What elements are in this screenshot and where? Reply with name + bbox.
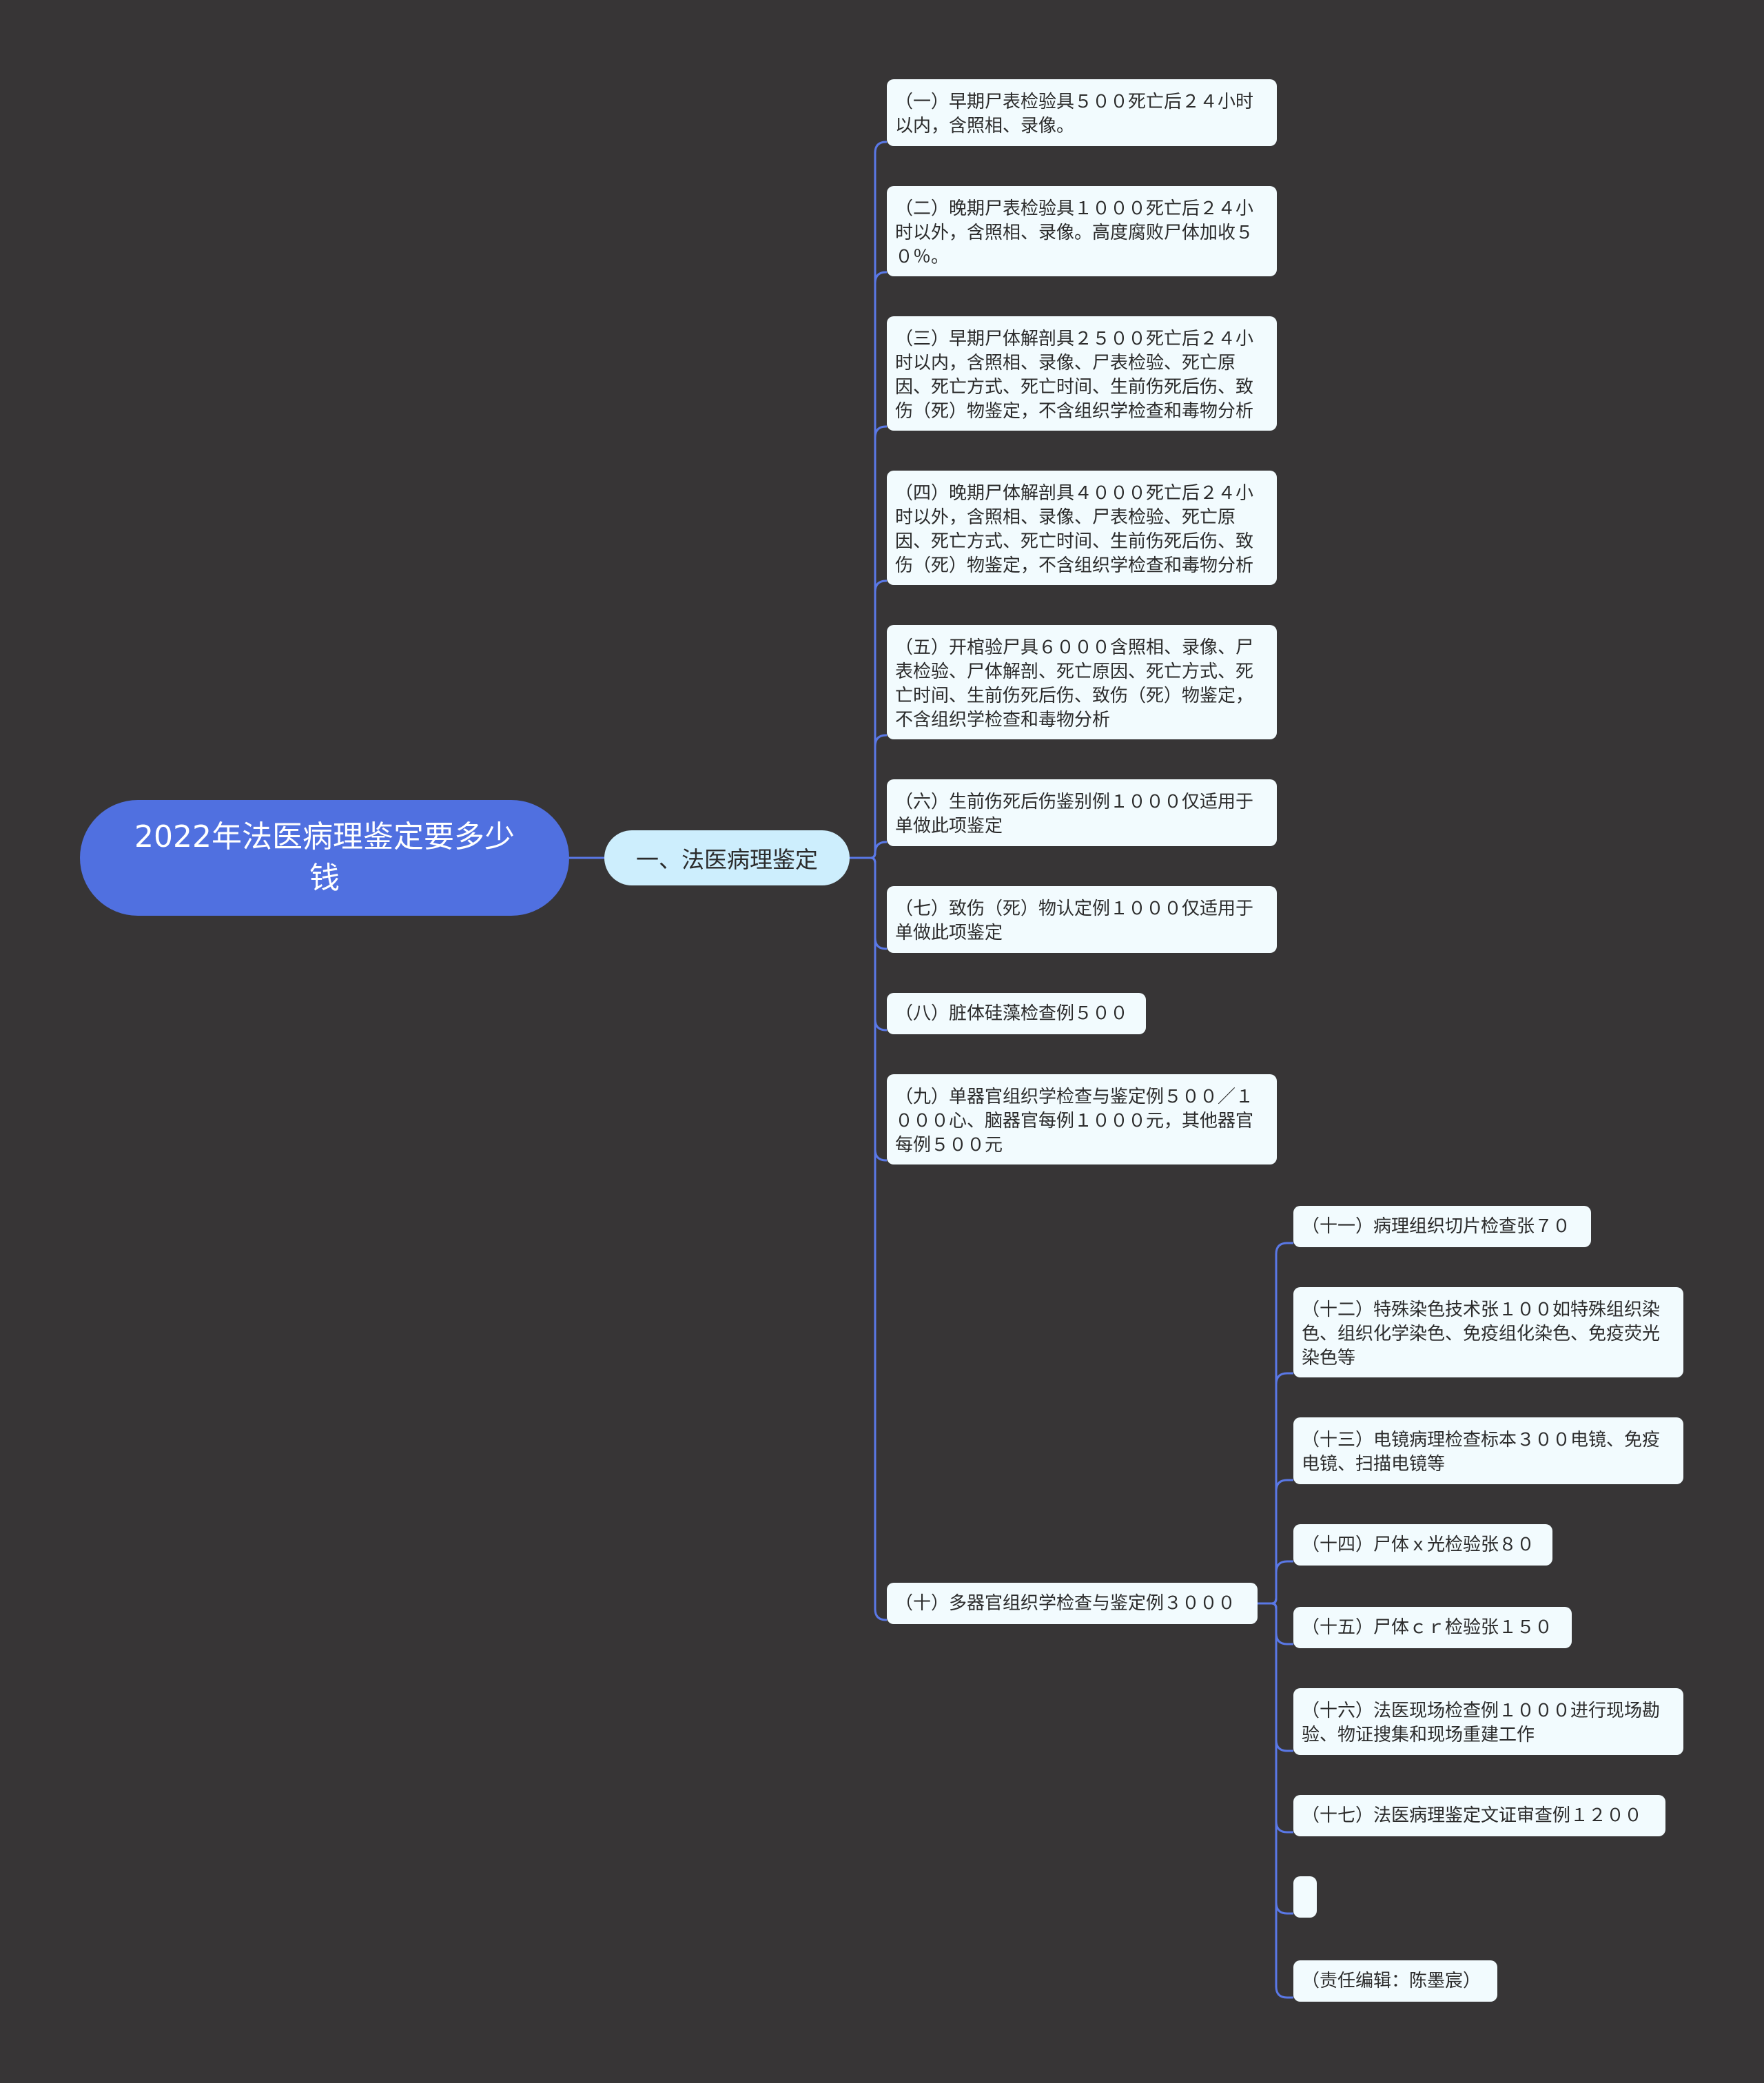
leaf-item-4[interactable]: （四）晚期尸体解剖具４０００死亡后２４小时以外，含照相、录像、尸表检验、死亡原因…: [887, 471, 1277, 585]
edge-leaf10-sub-7: [1258, 1602, 1293, 1834]
leaf-item-10[interactable]: （十）多器官组织学检查与鉴定例３０００: [887, 1583, 1258, 1624]
edge-leaf10-sub-2: [1258, 1372, 1293, 1605]
subitem-text: （十一）病理组织切片检查张７０: [1302, 1215, 1571, 1237]
edge-branch-leaf-3: [850, 425, 887, 859]
leaf-item-5[interactable]: （五）开棺验尸具６０００含照相、录像、尸表检验、尸体解剖、死亡原因、死亡方式、死…: [887, 625, 1277, 739]
subitem-5[interactable]: （十五）尸体ｃｒ检验张１５０: [1293, 1607, 1572, 1648]
leaf-item-text: （九）单器官组织学检查与鉴定例５００／１０００心、脑器官每例１０００元，其他器官…: [895, 1087, 1254, 1156]
branch-label: 一、法医病理鉴定: [636, 846, 818, 873]
subitem-text: （十五）尸体ｃｒ检验张１５０: [1302, 1617, 1553, 1638]
edge-leaf10-sub-5: [1258, 1602, 1293, 1645]
subitem-3[interactable]: （十三）电镜病理检查标本３００电镜、免疫电镜、扫描电镜等: [1293, 1417, 1683, 1484]
root-topic-label: 2022年法医病理鉴定要多少钱: [134, 819, 515, 896]
leaf-item-text: （二）晚期尸表检验具１０００死亡后２４小时以外，含照相、录像。高度腐败尸体加收５…: [895, 198, 1254, 267]
edge-leaf10-sub-6: [1258, 1602, 1293, 1752]
leaf-item-text: （四）晚期尸体解剖具４０００死亡后２４小时以外，含照相、录像、尸表检验、死亡原因…: [895, 483, 1254, 576]
edge-branch-leaf-1: [850, 141, 887, 859]
leaf-item-text: （五）开棺验尸具６０００含照相、录像、尸表检验、尸体解剖、死亡原因、死亡方式、死…: [895, 637, 1254, 730]
subitem-2[interactable]: （十二）特殊染色技术张１００如特殊组织染色、组织化学染色、免疫组化染色、免疫荧光…: [1293, 1287, 1683, 1377]
leaf-item-9[interactable]: （九）单器官组织学检查与鉴定例５００／１０００心、脑器官每例１０００元，其他器官…: [887, 1074, 1277, 1164]
edge-branch-leaf-7: [850, 856, 887, 950]
edge-branch-leaf-2: [850, 271, 887, 859]
edge-leaf10-sub-4: [1258, 1560, 1293, 1605]
subitem-6[interactable]: （十六）法医现场检查例１０００进行现场勘验、物证搜集和现场重建工作: [1293, 1688, 1683, 1755]
edge-leaf10-sub-9: [1258, 1602, 1293, 1999]
leaf-item-text: （六）生前伤死后伤鉴别例１０００仅适用于单做此项鉴定: [895, 792, 1254, 837]
subitem-empty[interactable]: [1293, 1876, 1317, 1918]
leaf-item-1[interactable]: （一）早期尸表检验具５００死亡后２４小时以内，含照相、录像。: [887, 79, 1277, 146]
edge-leaf10-sub-3: [1258, 1479, 1293, 1605]
subitem-4[interactable]: （十四）尸体ｘ光检验张８０: [1293, 1524, 1552, 1566]
root-topic[interactable]: 2022年法医病理鉴定要多少钱: [80, 800, 569, 916]
subitem-text: （十四）尸体ｘ光检验张８０: [1302, 1534, 1535, 1555]
subitem-text: （责任编辑：陈墨宸）: [1302, 1970, 1481, 1991]
edge-branch-leaf-4: [850, 579, 887, 859]
edge-branch-leaf-10: [850, 856, 887, 1621]
leaf-item-text: （十）多器官组织学检查与鉴定例３０００: [895, 1592, 1236, 1614]
branch-forensic-pathology[interactable]: 一、法医病理鉴定: [604, 830, 850, 885]
subitem-text: （十三）电镜病理检查标本３００电镜、免疫电镜、扫描电镜等: [1302, 1430, 1661, 1475]
subitem-1[interactable]: （十一）病理组织切片检查张７０: [1293, 1206, 1591, 1247]
leaf-item-2[interactable]: （二）晚期尸表检验具１０００死亡后２４小时以外，含照相、录像。高度腐败尸体加收５…: [887, 186, 1277, 276]
leaf-item-text: （八）脏体硅藻检查例５００: [895, 1003, 1129, 1024]
leaf-item-text: （七）致伤（死）物认定例１０００仅适用于单做此项鉴定: [895, 899, 1254, 943]
leaf-item-7[interactable]: （七）致伤（死）物认定例１０００仅适用于单做此项鉴定: [887, 886, 1277, 953]
subitem-text: （十二）特殊染色技术张１００如特殊组织染色、组织化学染色、免疫组化染色、免疫荧光…: [1302, 1300, 1661, 1368]
leaf-item-text: （一）早期尸表检验具５００死亡后２４小时以内，含照相、录像。: [895, 92, 1254, 136]
subitem-7[interactable]: （十七）法医病理鉴定文证审查例１２００: [1293, 1795, 1665, 1836]
edge-leaf10-sub-8: [1258, 1602, 1293, 1915]
edge-branch-leaf-5: [850, 734, 887, 859]
leaf-item-6[interactable]: （六）生前伤死后伤鉴别例１０００仅适用于单做此项鉴定: [887, 779, 1277, 846]
edge-branch-leaf-6: [850, 841, 887, 859]
edge-leaf10-sub-1: [1258, 1242, 1293, 1605]
leaf-item-3[interactable]: （三）早期尸体解剖具２５００死亡后２４小时以内，含照相、录像、尸表检验、死亡原因…: [887, 316, 1277, 431]
edge-branch-leaf-9: [850, 856, 887, 1162]
leaf-item-text: （三）早期尸体解剖具２５００死亡后２４小时以内，含照相、录像、尸表检验、死亡原因…: [895, 329, 1254, 422]
subitem-text: （十七）法医病理鉴定文证审查例１２００: [1302, 1805, 1643, 1826]
leaf-item-8[interactable]: （八）脏体硅藻检查例５００: [887, 993, 1146, 1034]
subitem-text: （十六）法医现场检查例１０００进行现场勘验、物证搜集和现场重建工作: [1302, 1701, 1661, 1745]
edge-branch-leaf-8: [850, 856, 887, 1032]
subitem-editor[interactable]: （责任编辑：陈墨宸）: [1293, 1960, 1497, 2002]
